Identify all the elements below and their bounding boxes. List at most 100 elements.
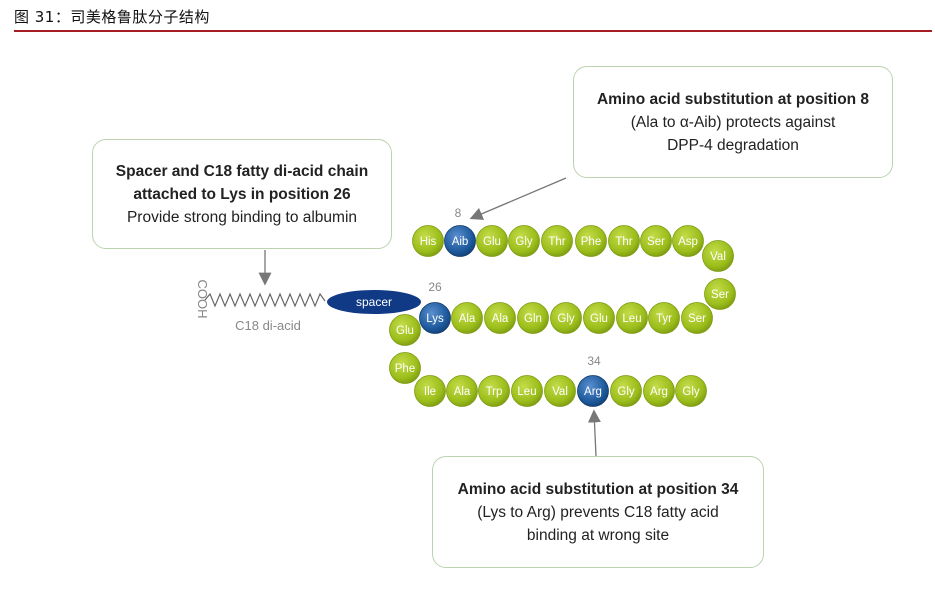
residue-glu: Glu (389, 314, 421, 346)
residue-his: His (412, 225, 444, 257)
cooh-label: COOH (195, 280, 210, 319)
residue-bead (508, 225, 540, 257)
residue-phe: Phe (575, 225, 607, 257)
residue-bead (412, 225, 444, 257)
position-34-label: 34 (587, 354, 601, 368)
residue-bead (484, 302, 516, 334)
arrow-pos34 (587, 409, 601, 457)
residue-label: Thr (615, 236, 632, 248)
residue-glu: Glu (476, 225, 508, 257)
residue-bead (451, 302, 483, 334)
residue-tyr: Tyr (648, 302, 680, 334)
callout-lys26-title-1: Spacer and C18 fatty di-acid chain (115, 162, 369, 180)
callout-pos8-title: Amino acid substitution at position 8 (596, 90, 870, 108)
residue-bead (575, 225, 607, 257)
caption-rule (14, 30, 932, 32)
residue-label: Ala (459, 313, 476, 325)
residue-ser: Ser (681, 302, 713, 334)
residue-bead (608, 225, 640, 257)
residue-bead (583, 302, 615, 334)
residue-bead (389, 352, 421, 384)
residue-val: Val (544, 375, 576, 407)
residue-label: Val (552, 386, 568, 398)
residue-gly: Gly (675, 375, 707, 407)
residue-ile: Ile (414, 375, 446, 407)
residue-label: Ser (711, 289, 729, 301)
residue-label: Phe (581, 236, 601, 248)
position-26-label: 26 (428, 280, 442, 294)
residue-label: Glu (483, 236, 501, 248)
callout-pos34-body-2: binding at wrong site (526, 526, 670, 544)
residue-bead (419, 302, 451, 334)
residue-bead (702, 240, 734, 272)
residue-phe: Phe (389, 352, 421, 384)
figure-caption: 图 31：司美格鲁肽分子结构 (14, 8, 210, 26)
residue-bead (444, 225, 476, 257)
residue-label: Arg (650, 386, 668, 398)
c18-fatty-chain (204, 292, 326, 308)
residue-bead (511, 375, 543, 407)
residue-label: Glu (590, 313, 608, 325)
callout-pos34-title: Amino acid substitution at position 34 (457, 480, 739, 498)
residue-val: Val (702, 240, 734, 272)
residue-bead (648, 302, 680, 334)
c18-label: C18 di-acid (235, 318, 301, 333)
callout-pos8-body-1: (Ala to α-Aib) protects against (630, 113, 836, 131)
residue-ser: Ser (640, 225, 672, 257)
residue-label: Glu (396, 325, 414, 337)
residue-label: Gly (617, 386, 635, 398)
callout-pos34: Amino acid substitution at position 34 (… (432, 456, 764, 568)
residue-aib-highlighted: Aib (444, 225, 476, 257)
residue-label: Trp (486, 386, 503, 398)
residue-arg-highlighted: Arg (577, 375, 609, 407)
residue-gly: Gly (550, 302, 582, 334)
residue-bead (672, 225, 704, 257)
callout-lys26-title-2: attached to Lys in position 26 (133, 185, 351, 203)
callout-pos34-body-1: (Lys to Arg) prevents C18 fatty acid (477, 503, 719, 521)
residue-label: Leu (622, 313, 641, 325)
residue-label: Gly (557, 313, 575, 325)
residue-label: Ala (492, 313, 509, 325)
residue-bead (643, 375, 675, 407)
residue-ala: Ala (446, 375, 478, 407)
residue-bead (478, 375, 510, 407)
residue-ser: Ser (704, 278, 736, 310)
residue-label: Aib (452, 236, 469, 248)
callout-lys26: Spacer and C18 fatty di-acid chain attac… (92, 139, 392, 249)
residue-label: Ser (647, 236, 665, 248)
callout-lys26-body: Provide strong binding to albumin (126, 208, 358, 226)
residue-bead (389, 314, 421, 346)
residue-label: Gln (524, 313, 542, 325)
residue-label: Ile (424, 386, 436, 398)
residue-gln: Gln (517, 302, 549, 334)
residue-label: Arg (584, 386, 602, 398)
residue-bead (704, 278, 736, 310)
residue-bead (640, 225, 672, 257)
residue-ala: Ala (484, 302, 516, 334)
residue-label: Tyr (656, 313, 672, 325)
residue-label: Ser (688, 313, 706, 325)
residue-bead (675, 375, 707, 407)
residue-ala: Ala (451, 302, 483, 334)
residue-bead (577, 375, 609, 407)
residue-glu: Glu (583, 302, 615, 334)
residue-label: Val (710, 251, 726, 263)
residue-bead (541, 225, 573, 257)
residue-bead (476, 225, 508, 257)
residue-bead (610, 375, 642, 407)
residue-bead (550, 302, 582, 334)
residue-bead (544, 375, 576, 407)
residue-bead (517, 302, 549, 334)
spacer-label: spacer (356, 295, 392, 309)
residue-label: His (420, 236, 437, 248)
residue-gly: Gly (610, 375, 642, 407)
residue-bead (414, 375, 446, 407)
residue-bead (616, 302, 648, 334)
residue-thr: Thr (541, 225, 573, 257)
position-8-label: 8 (455, 206, 462, 220)
residue-gly: Gly (508, 225, 540, 257)
residue-leu: Leu (511, 375, 543, 407)
callout-pos8-body-2: DPP-4 degradation (667, 136, 799, 154)
